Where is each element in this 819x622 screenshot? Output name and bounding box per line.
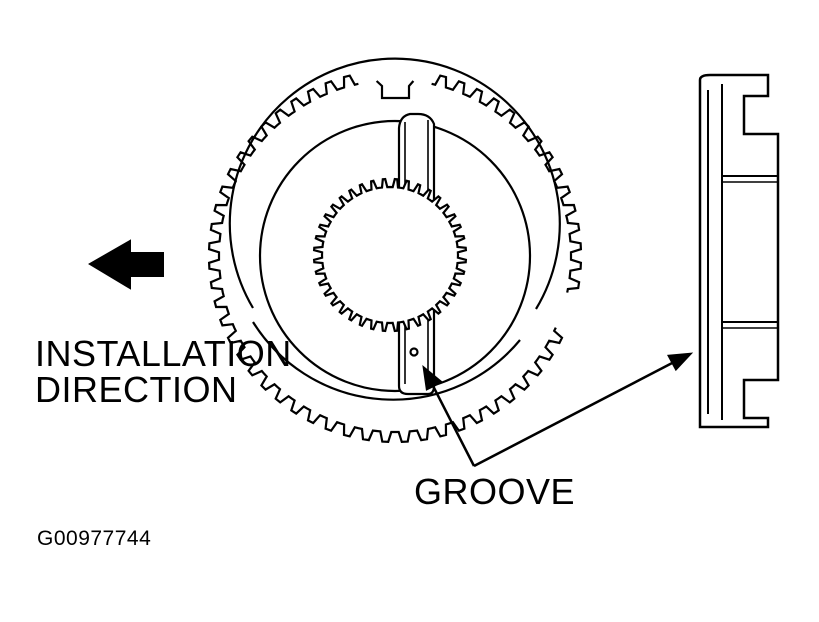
rim-circle-outer-lower	[252, 321, 521, 401]
synchronizer-side-view	[698, 73, 780, 429]
rim-circle-inner	[258, 119, 532, 393]
top-notch	[375, 80, 415, 100]
installation-direction-label-line1: INSTALLATION	[35, 333, 292, 374]
groove-leader-lines	[422, 352, 694, 468]
groove-label: GROOVE	[414, 471, 576, 512]
synchronizer-ring-rims	[228, 57, 561, 401]
installation-direction-label-line2: DIRECTION	[35, 369, 238, 410]
arrow-left-icon	[88, 239, 164, 290]
groove-mark	[409, 347, 419, 357]
figure-code: G00977744	[37, 527, 152, 550]
outer-ring-teeth	[207, 74, 583, 444]
rim-circle-outer	[228, 57, 561, 310]
synchronizer-ring-outer-teeth	[207, 74, 583, 444]
splined-bore	[312, 177, 468, 333]
